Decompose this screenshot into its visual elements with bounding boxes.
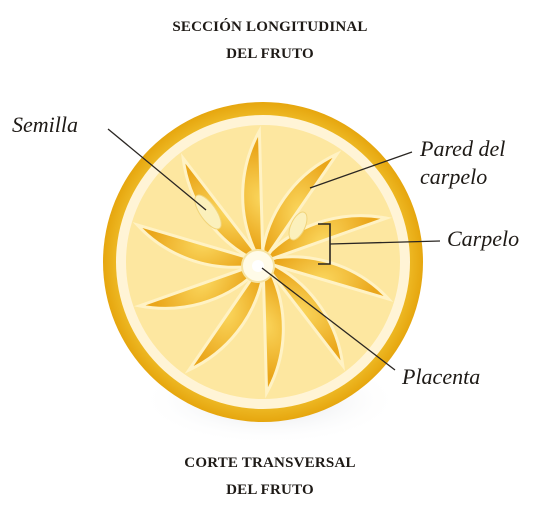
bottom-caption-line2: DEL FRUTO [0,482,540,499]
label-placenta: Placenta [402,364,480,390]
label-semilla: Semilla [12,112,78,138]
bottom-caption-line1: CORTE TRANSVERSAL [0,455,540,472]
label-pared-line2: carpelo [420,164,487,190]
label-pared-line1: Pared del [420,136,505,162]
placenta-center [252,260,264,272]
label-carpelo: Carpelo [447,226,519,252]
